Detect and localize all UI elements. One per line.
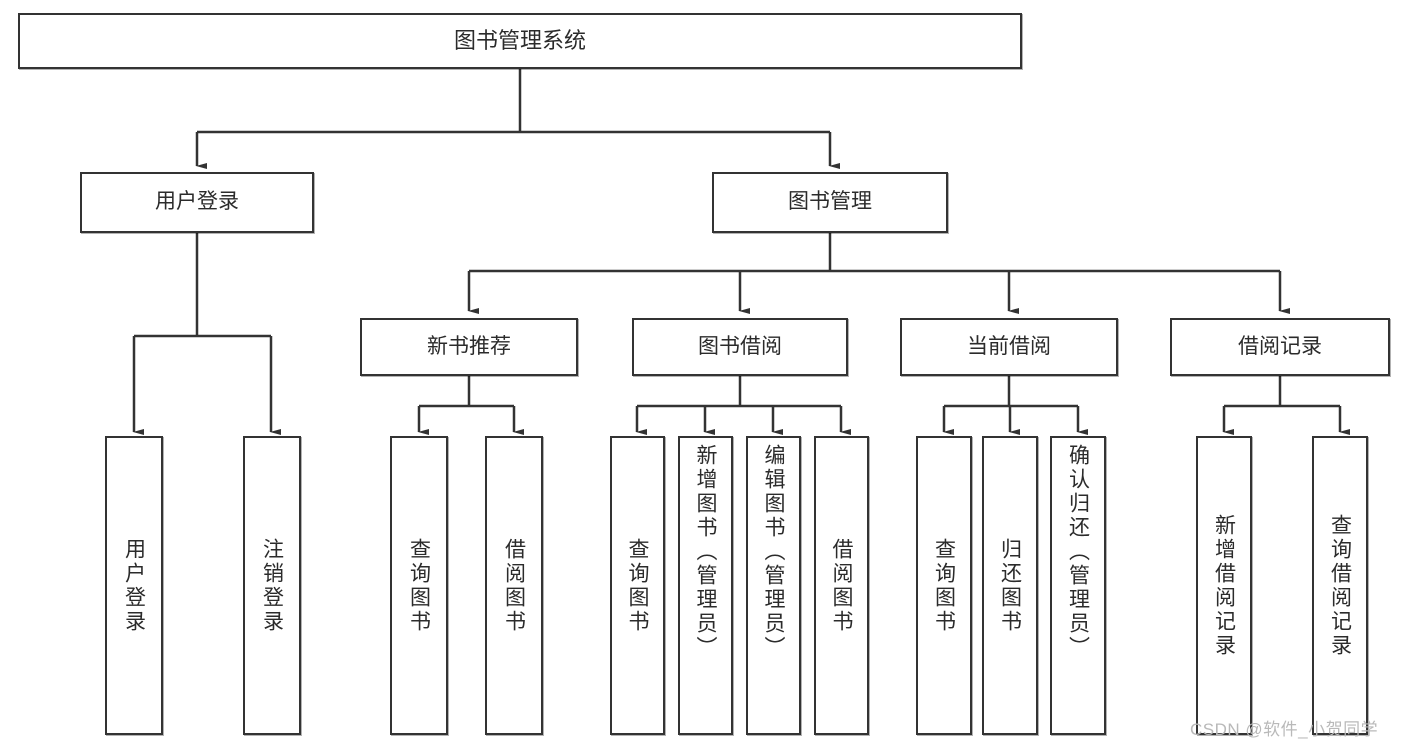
leaf-recommend-query-book[interactable]: 查询图书 [390, 436, 448, 735]
node-label: 借阅图书 [502, 537, 526, 634]
node-label: 查询借阅记录 [1328, 513, 1352, 658]
leaf-current-return-book[interactable]: 归还图书 [982, 436, 1038, 735]
node-label: 注销登录 [260, 537, 284, 634]
leaf-borrow-query-book[interactable]: 查询图书 [610, 436, 665, 735]
node-label: 查询图书 [407, 537, 431, 634]
node-label: 用户登录 [122, 537, 146, 634]
leaf-user-login-logout[interactable]: 注销登录 [243, 436, 301, 735]
node-label: 新增图书（管理员） [694, 444, 717, 660]
leaf-current-confirm-return-admin[interactable]: 确认归还（管理员） [1050, 436, 1106, 735]
node-label: 图书借阅 [698, 334, 782, 358]
leaf-borrow-borrow-book[interactable]: 借阅图书 [814, 436, 869, 735]
node-label: 归还图书 [998, 537, 1022, 634]
node-label: 图书管理 [788, 190, 872, 214]
node-label: 查询图书 [932, 537, 956, 634]
leaf-record-add-borrow-record[interactable]: 新增借阅记录 [1196, 436, 1252, 735]
node-label: 编辑图书（管理员） [762, 444, 785, 660]
node-label: 确认归还（管理员） [1066, 444, 1090, 660]
node-root-system[interactable]: 图书管理系统 [18, 13, 1022, 69]
leaf-current-query-book[interactable]: 查询图书 [916, 436, 972, 735]
node-book-borrow[interactable]: 图书借阅 [632, 318, 848, 376]
node-label: 新增借阅记录 [1212, 513, 1236, 658]
leaf-record-query-borrow-record[interactable]: 查询借阅记录 [1312, 436, 1368, 735]
node-new-book-recommend[interactable]: 新书推荐 [360, 318, 578, 376]
node-label: 图书管理系统 [453, 28, 586, 54]
node-current-borrow[interactable]: 当前借阅 [900, 318, 1118, 376]
node-label: 查询图书 [626, 537, 649, 634]
node-label: 新书推荐 [427, 334, 511, 358]
node-borrow-record[interactable]: 借阅记录 [1170, 318, 1390, 376]
node-label: 用户登录 [155, 190, 239, 214]
leaf-recommend-borrow-book[interactable]: 借阅图书 [485, 436, 543, 735]
leaf-user-login-login[interactable]: 用户登录 [105, 436, 163, 735]
leaf-borrow-edit-book-admin[interactable]: 编辑图书（管理员） [746, 436, 801, 735]
node-label: 借阅记录 [1238, 334, 1322, 358]
node-book-management[interactable]: 图书管理 [712, 172, 948, 233]
node-label: 借阅图书 [830, 537, 853, 634]
node-label: 当前借阅 [967, 334, 1051, 358]
leaf-borrow-add-book-admin[interactable]: 新增图书（管理员） [678, 436, 733, 735]
watermark-text: CSDN @软件_小贺同学 [1190, 720, 1379, 739]
node-user-login[interactable]: 用户登录 [80, 172, 314, 233]
